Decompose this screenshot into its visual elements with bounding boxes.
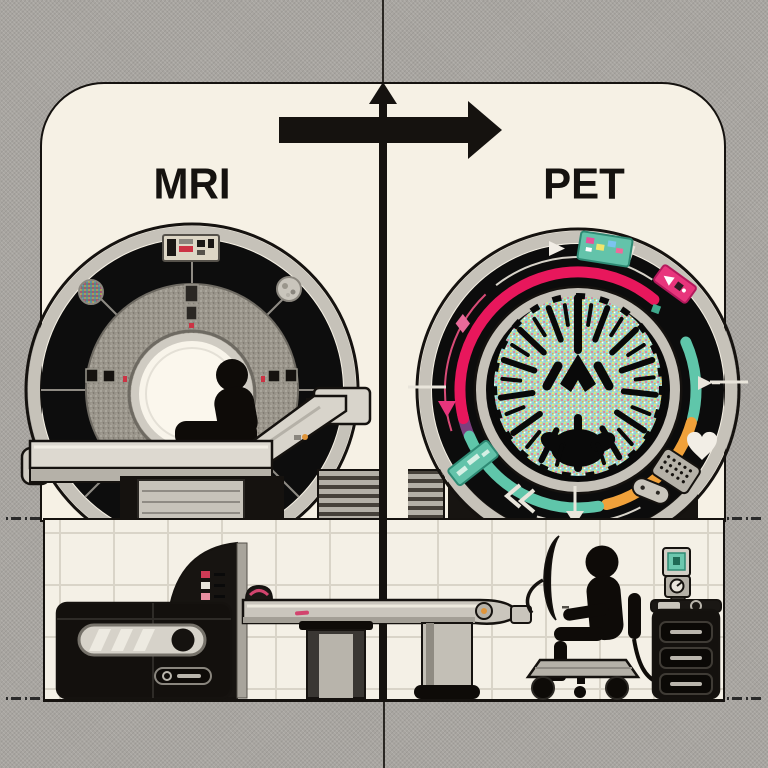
operator-chair (525, 593, 658, 700)
pink-badge (653, 264, 697, 304)
equipment-cart (650, 547, 722, 700)
section-marker-top-left (6, 517, 42, 520)
divider-line-bottom (383, 702, 385, 768)
scanner-cabinet (55, 601, 233, 700)
patient-table (20, 386, 372, 486)
pink-arrow-icon (438, 401, 456, 417)
headrest (244, 584, 274, 601)
up-arrowhead-icon (369, 82, 397, 104)
keypad-icon (651, 447, 701, 495)
mri-to-pet-arrow (279, 117, 469, 143)
mri-gantry (20, 222, 383, 522)
diamond-marker-icon (455, 314, 470, 333)
right-arrowhead-icon (468, 101, 502, 159)
mri-label: MRI (153, 159, 231, 208)
divider-stem (379, 98, 387, 700)
chevron-arrows-icon (503, 483, 536, 514)
vent-block (317, 469, 383, 522)
divider-line-top (382, 0, 384, 84)
heart-icon (687, 431, 717, 460)
pet-scanner-illustration (408, 227, 748, 522)
section-marker-bottom-right (727, 697, 762, 700)
teal-badge-top (576, 230, 634, 268)
gantry-pedestal (120, 476, 284, 522)
equipment-room-illustration (55, 535, 722, 700)
teal-badge-bottom (447, 439, 499, 487)
color-emblem-icon (78, 279, 104, 305)
pet-label: PET (543, 159, 625, 208)
arrow-marker-icon (549, 241, 565, 256)
section-marker-top-right (727, 517, 762, 520)
remote-button-icon (631, 477, 671, 505)
patient-table-room (241, 584, 521, 699)
section-marker-bottom-left (6, 697, 42, 700)
bore-buttons (85, 284, 298, 383)
gray-emblem-icon (276, 276, 302, 302)
vent-block (408, 469, 445, 522)
down-arrow-icon (566, 486, 584, 522)
right-arrow-icon (698, 376, 720, 390)
pet-gantry (408, 227, 748, 522)
pet-brain-scan (491, 293, 665, 479)
gantry-control-panel (162, 234, 220, 262)
review-monitor (510, 535, 570, 624)
mri-scanner-illustration (20, 222, 383, 522)
